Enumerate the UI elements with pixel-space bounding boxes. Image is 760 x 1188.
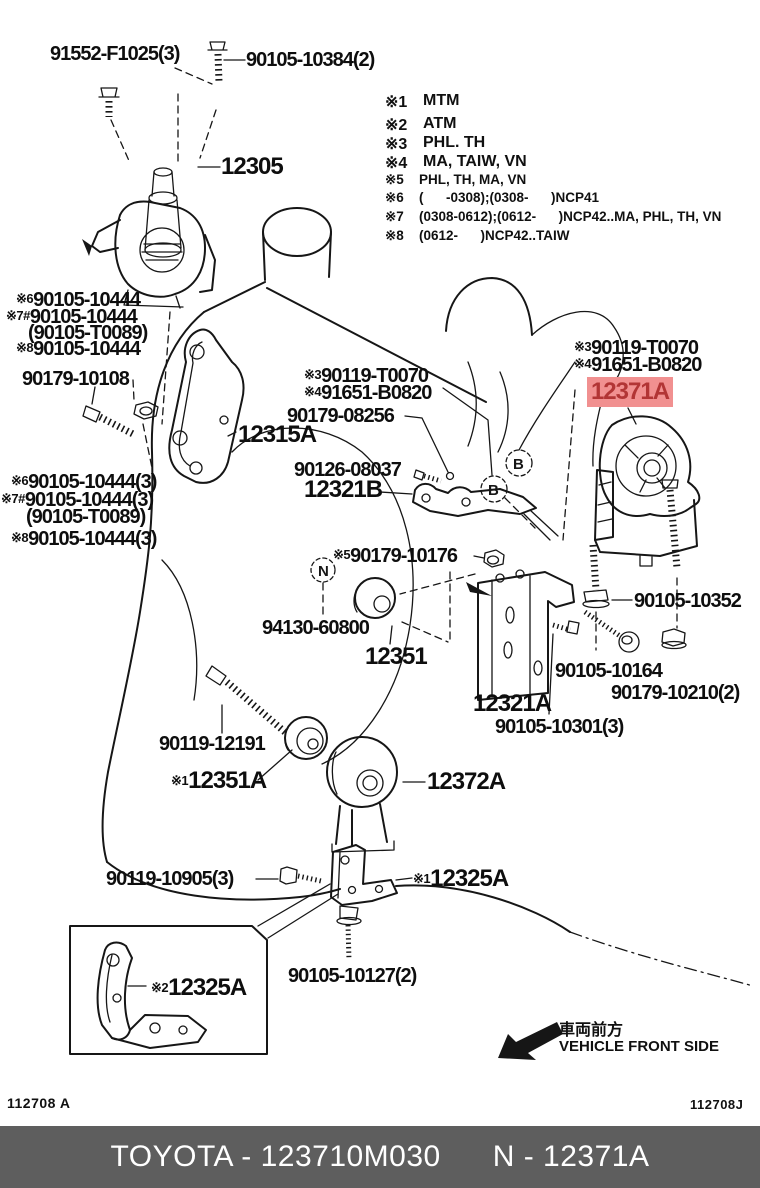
part-label-90105-10444-3-b[interactable]: ※7#90105-10444(3) [1, 489, 154, 511]
connector-b2-letter: B [488, 482, 499, 499]
bolt-12191-icon [205, 665, 289, 736]
part-label-12321B[interactable]: 12321B [304, 476, 383, 503]
bushing-94130-drawing [353, 571, 476, 645]
leader-08256 [404, 415, 449, 473]
part-label-12371A-highlighted[interactable]: 12371A [587, 377, 673, 407]
sheet-code-left: 112708 A [7, 1095, 71, 1111]
bolt-10127-icon [336, 905, 362, 961]
nut-10210-icon [661, 628, 687, 650]
part-label-90119-10905[interactable]: 90119-10905(3) [106, 868, 234, 890]
bracket-12321B-drawing [379, 482, 559, 541]
part-label-90119-T0070-center[interactable]: ※390119-T0070 [304, 365, 429, 387]
legend-row-6: ※6( -0308);(0308- )NCP41 [385, 190, 600, 205]
bolt-10164-icon [583, 609, 640, 653]
mount-12372A-drawing [326, 736, 426, 853]
bushing-12351A-drawing [257, 716, 328, 781]
part-label-12315A[interactable]: 12315A [238, 421, 317, 448]
vehicle-front-arrow-icon [498, 1022, 563, 1060]
mount-12371A-drawing [562, 389, 701, 567]
part-label-90105-10164[interactable]: 90105-10164 [555, 660, 663, 682]
part-label-91552-F1025[interactable]: 91552-F1025(3) [50, 43, 180, 65]
bolt-right-long-icon [661, 479, 681, 629]
part-label-12351[interactable]: 12351 [365, 643, 428, 670]
connector-B1: B [505, 361, 576, 477]
part-label-90105-10444-3-a[interactable]: ※690105-10444(3) [11, 471, 157, 493]
part-label-90105-10444-a[interactable]: ※690105-10444 [16, 289, 141, 311]
bolt-10384-icon [207, 41, 228, 83]
vehicle-front-label-jp: 車両前方 [559, 1022, 624, 1039]
part-label-90105-T0089-a[interactable]: (90105-T0089) [28, 322, 148, 344]
part-label-90119-T0070-right[interactable]: ※390119-T0070 [574, 337, 699, 359]
bolt-10352-icon [582, 544, 633, 651]
bolt-08037-icon [413, 469, 455, 484]
connector-b1-letter: B [513, 456, 524, 473]
part-label-12325A-main[interactable]: ※112325A [413, 865, 509, 892]
part-label-90179-10210[interactable]: 90179-10210(2) [611, 682, 740, 704]
nut-10176-icon [466, 549, 505, 596]
bolt-10905-icon [255, 866, 322, 885]
part-label-90105-10444-3-c[interactable]: ※890105-10444(3) [11, 528, 157, 550]
vehicle-front-label-en: VEHICLE FRONT SIDE [559, 1038, 720, 1055]
engine-outline [101, 207, 754, 987]
part-label-90105-10444-b[interactable]: ※7#90105-10444 [6, 306, 138, 328]
part-label-90105-T0089-b[interactable]: (90105-T0089) [26, 506, 146, 528]
part-label-90105-10127[interactable]: 90105-10127(2) [288, 965, 417, 987]
part-label-12305[interactable]: 12305 [221, 153, 284, 180]
part-label-94130-60800[interactable]: 94130-60800 [262, 617, 370, 639]
part-label-90179-08256[interactable]: 90179-08256 [287, 405, 395, 427]
legend-row-8: ※8(0612- )NCP42..TAIW [385, 228, 570, 243]
bracket-12321A-drawing [477, 569, 575, 701]
footer-banner: TOYOTA - 123710M030 N - 12371A [0, 1126, 760, 1188]
connector-n-letter: N [318, 563, 329, 580]
leader-lines-top [110, 59, 246, 425]
part-label-90126-08037[interactable]: 90126-08037 [294, 459, 402, 481]
part-label-90119-12191[interactable]: 90119-12191 [159, 733, 266, 755]
mount-12305-drawing [82, 166, 221, 309]
connector-B2: B [442, 387, 536, 529]
connector-N: N [310, 557, 336, 617]
part-label-90179-10176[interactable]: ※590179-10176 [333, 545, 458, 567]
sheet-code-right: 112708J [690, 1097, 744, 1112]
banner-ref-number: N - 12371A [492, 1140, 650, 1173]
bracket-12325A-main-drawing [257, 844, 413, 939]
nut-10108-icon [132, 379, 159, 469]
bracket-12315A-drawing [168, 328, 245, 484]
bolt-91552-icon [98, 87, 120, 117]
part-label-90105-10352[interactable]: 90105-10352 [634, 590, 742, 612]
bolt-10108-icon [82, 386, 135, 438]
stud-10301-icon [548, 620, 580, 715]
part-label-12351A[interactable]: ※112351A [171, 767, 267, 794]
part-label-90105-10384[interactable]: 90105-10384(2) [246, 49, 375, 71]
part-label-12325A-inset[interactable]: ※212325A [151, 974, 247, 1001]
part-label-91651-B0820-right[interactable]: ※491651-B0820 [574, 354, 702, 376]
part-label-12321A[interactable]: 12321A [473, 690, 552, 717]
part-label-12372A[interactable]: 12372A [427, 768, 506, 795]
part-label-90105-10444-c[interactable]: ※890105-10444 [16, 338, 141, 360]
part-label-90105-10301[interactable]: 90105-10301(3) [495, 716, 624, 738]
part-label-91651-B0820-center[interactable]: ※491651-B0820 [304, 382, 432, 404]
part-label-90179-10108[interactable]: 90179-10108 [22, 368, 130, 390]
inset-box-12325A [69, 925, 268, 1055]
legend-row-7: ※7(0308-0612);(0612- )NCP42..MA, PHL, TH… [385, 209, 722, 224]
banner-part-number: TOYOTA - 123710M030 [110, 1140, 441, 1173]
